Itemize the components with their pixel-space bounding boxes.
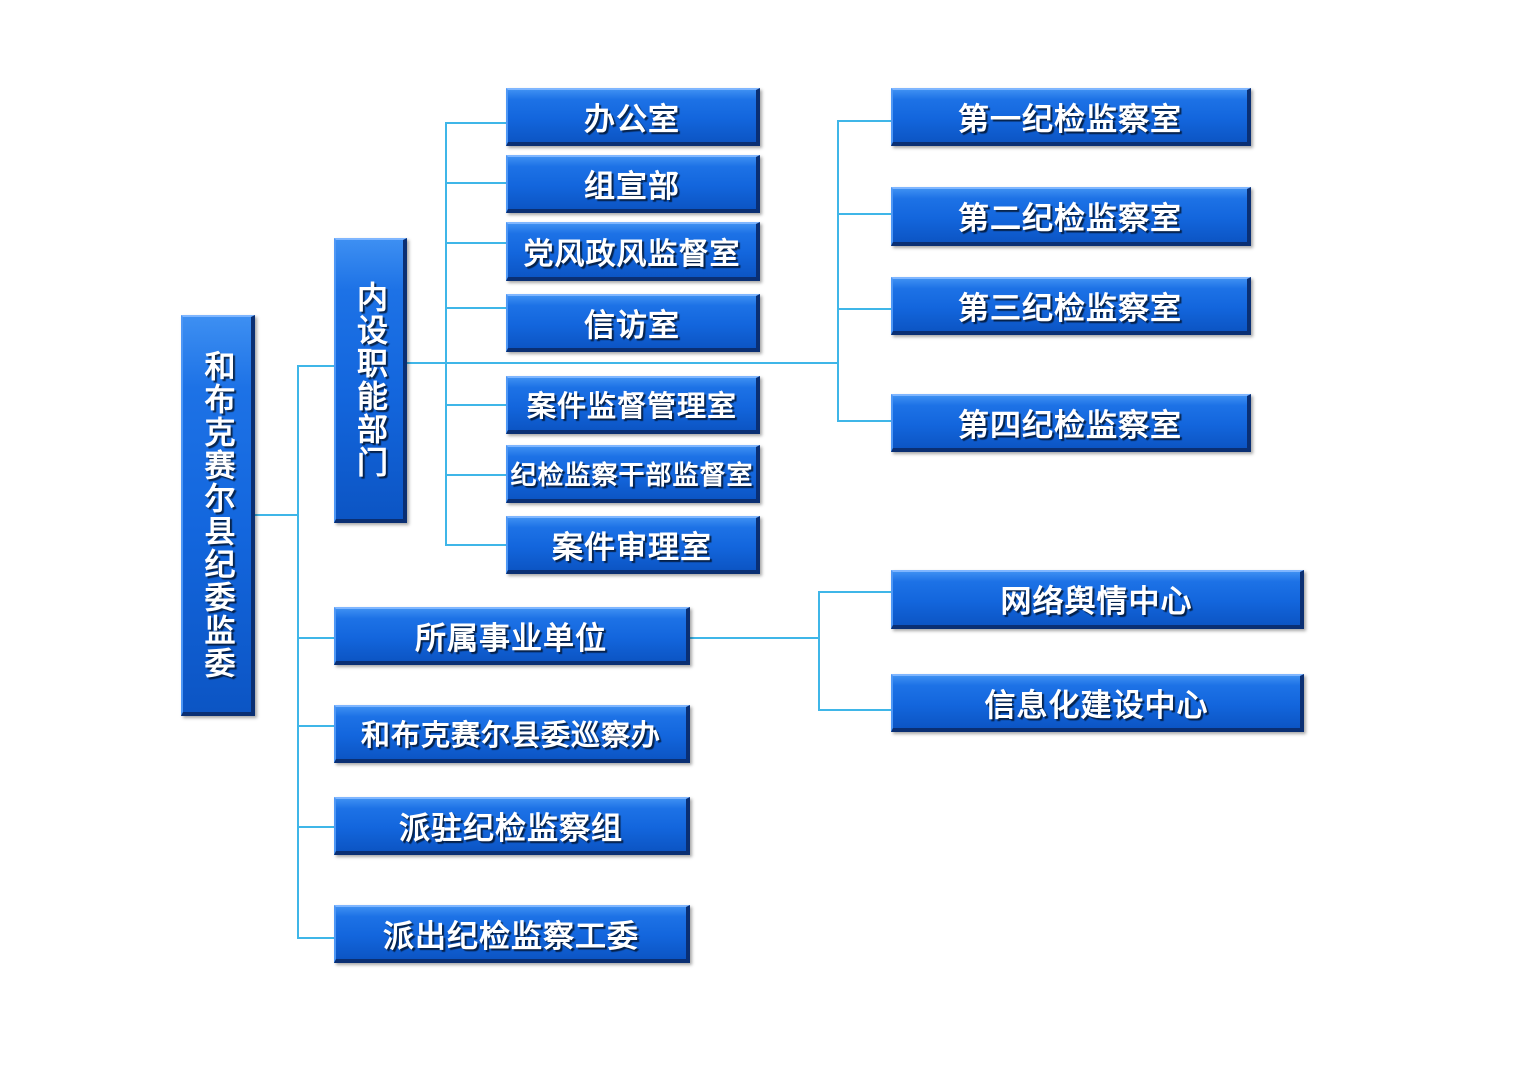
connector-root-trunk (297, 365, 299, 939)
connector-to-dispatched (297, 937, 335, 939)
connector-item-5 (445, 404, 507, 406)
dispatched-committee-box: 派出纪检监察工委 (334, 905, 690, 963)
unit-informatization-center: 信息化建设中心 (891, 674, 1304, 732)
dept-cadre-supervision: 纪检监察干部监督室 (506, 445, 760, 503)
connector-room-4 (837, 420, 892, 422)
inspection-office-box: 和布克赛尔县委巡察办 (334, 705, 690, 763)
connector-root-out (254, 514, 298, 516)
dept-office: 办公室 (506, 88, 760, 146)
stationed-group-box: 派驻纪检监察组 (334, 797, 690, 855)
connector-item-6 (445, 474, 507, 476)
root-box: 和布克赛尔县纪委监委 (181, 315, 255, 716)
connector-to-affiliated (297, 637, 335, 639)
connector-internal-out (406, 362, 838, 364)
affiliated-units-box: 所属事业单位 (334, 607, 690, 665)
connector-rooms-trunk (837, 120, 839, 422)
internal-departments-box: 内设职能部门 (334, 238, 407, 523)
connector-room-2 (837, 213, 892, 215)
unit-public-opinion-center: 网络舆情中心 (891, 570, 1304, 629)
connector-room-3 (837, 308, 892, 310)
connector-to-internal (297, 365, 335, 367)
connector-affiliated-out (689, 637, 820, 639)
connector-room-1 (837, 120, 892, 122)
connector-affiliated-2 (818, 709, 892, 711)
room-fourth: 第四纪检监察室 (891, 394, 1251, 452)
connector-to-inspection (297, 725, 335, 727)
connector-internal-trunk (445, 122, 447, 546)
dept-party-conduct-supervision: 党风政风监督室 (506, 222, 760, 281)
dept-case-supervision-management: 案件监督管理室 (506, 376, 760, 434)
room-third: 第三纪检监察室 (891, 277, 1251, 335)
room-second: 第二纪检监察室 (891, 187, 1251, 246)
room-first: 第一纪检监察室 (891, 88, 1251, 146)
connector-item-7 (445, 544, 507, 546)
dept-organization-publicity: 组宣部 (506, 155, 760, 213)
connector-affiliated-1 (818, 591, 892, 593)
connector-item-3 (445, 242, 507, 244)
connector-item-2 (445, 182, 507, 184)
connector-affiliated-trunk (818, 591, 820, 711)
connector-to-stationed (297, 826, 335, 828)
connector-item-1 (445, 122, 507, 124)
dept-case-trial: 案件审理室 (506, 516, 760, 574)
connector-item-4 (445, 307, 507, 309)
dept-petition: 信访室 (506, 294, 760, 352)
